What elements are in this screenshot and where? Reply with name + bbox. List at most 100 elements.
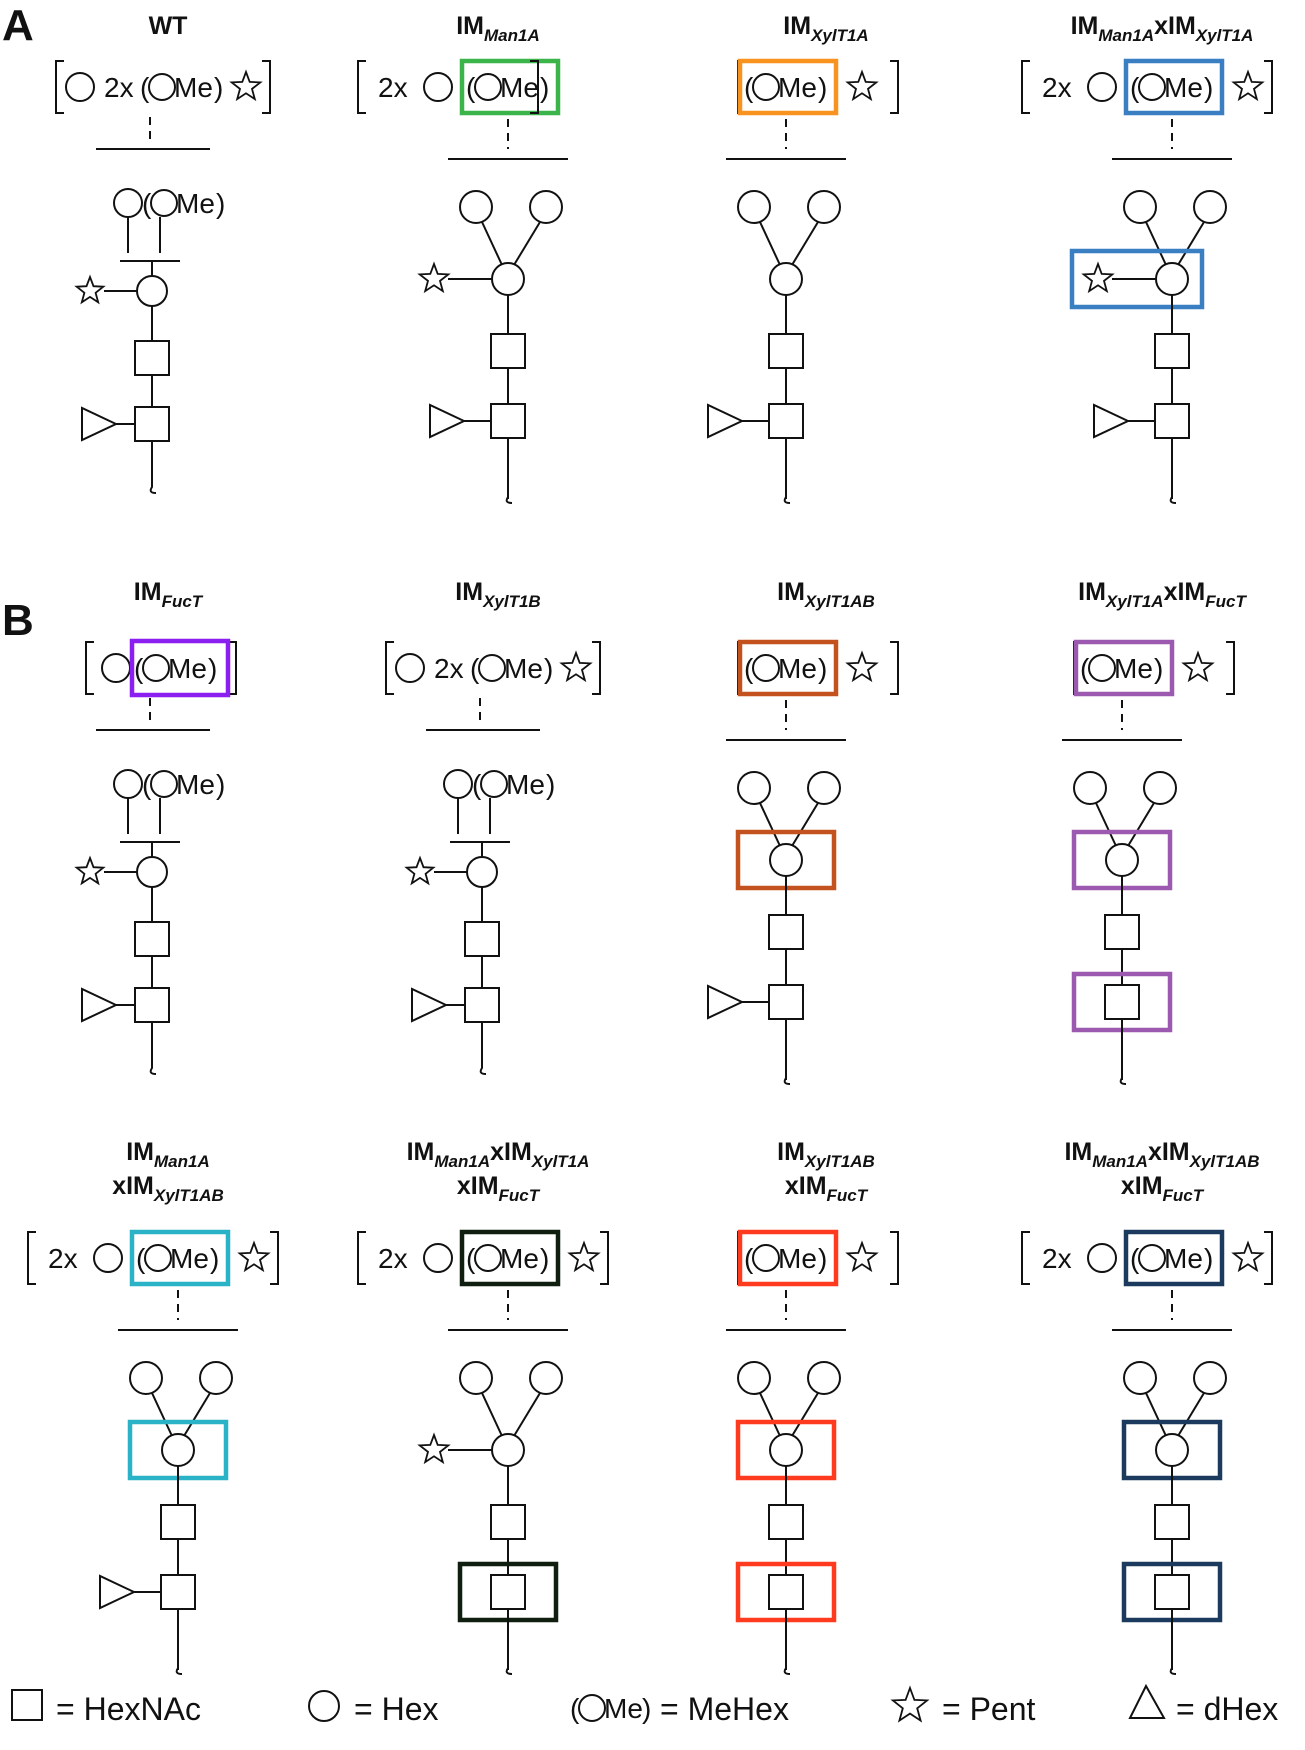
left-bracket (55, 60, 64, 114)
structure-title: IMMan1AxIMXylT1AB (112, 1138, 224, 1205)
legend-item: (Me)= MeHex (570, 1691, 789, 1727)
pent-star-icon (417, 1432, 451, 1465)
hex-circle-icon (807, 190, 841, 224)
mehex-close-paren: ) (818, 72, 827, 103)
mehex-circle-icon (752, 654, 780, 682)
hex-circle-icon (1087, 1243, 1117, 1273)
mehex-circle-icon (480, 770, 508, 798)
core-mannose-circle-icon (136, 856, 168, 888)
title-text: xIM (1154, 12, 1196, 40)
linkage-line (791, 802, 819, 847)
right-bracket (270, 1231, 279, 1285)
mehex-open-paren: ( (472, 769, 482, 800)
title-text: IM (456, 12, 484, 40)
structure-title-line-2: xIMFucT (1121, 1172, 1205, 1205)
title-text: xIM (1164, 578, 1206, 606)
legend-item: = HexNAc (11, 1689, 201, 1727)
structure-title-line-1: IMXylT1B (455, 578, 540, 611)
reducing-hexnac-square-icon (1104, 984, 1140, 1020)
linkage-line (791, 1392, 819, 1437)
reducing-end-squiggle (149, 441, 157, 494)
pent-star-icon (404, 855, 436, 886)
mutation-highlight-box (459, 58, 561, 116)
title-subscript: FucT (1205, 592, 1247, 611)
structure-title-line-2: xIMFucT (785, 1172, 869, 1205)
title-subscript: Man1A (484, 26, 540, 45)
linkage-line (759, 221, 781, 266)
linkage-line (791, 221, 819, 266)
hex-circle-icon (65, 72, 95, 102)
fucose-triangle-icon (99, 1574, 137, 1610)
hexnac-square-icon (464, 921, 500, 957)
mehex-open-paren: ( (140, 72, 150, 103)
legend-item: = dHex (1128, 1683, 1278, 1727)
hexnac-square-icon (134, 921, 170, 957)
pent-star-icon (417, 261, 451, 294)
linkage-line (481, 1392, 503, 1437)
structure-title: IMXylT1B (455, 578, 540, 611)
mehex-close-paren: ) (216, 188, 225, 219)
mehex-close-paren: ) (208, 653, 217, 684)
title-text: IM (407, 1138, 435, 1166)
structure-title-line-1: IMXylT1AxIMFucT (1078, 578, 1247, 611)
mehex-open-paren: ( (744, 72, 754, 103)
pent-star-icon (845, 1240, 879, 1273)
legend-label: = Hex (354, 1691, 438, 1727)
title-subscript: FucT (499, 1186, 541, 1205)
symbol-legend: = HexNAc= Hex(Me)= MeHex= Pent= dHex (11, 1683, 1278, 1727)
hex-circle-icon (423, 72, 453, 102)
reducing-hexnac-square-icon (490, 403, 526, 439)
mehex-close-paren: ) (546, 769, 555, 800)
legend-label: = HexNAc (56, 1691, 201, 1727)
title-subscript: XylT1A (810, 26, 869, 45)
mutation-highlight-box (1073, 639, 1175, 697)
mehex-me-label: Me (500, 1243, 539, 1274)
mehex-me-label: Me (176, 188, 215, 219)
mehex-me-label: Me (174, 72, 213, 103)
pent-star-icon (1181, 650, 1215, 683)
mehex-me-label: Me (1114, 653, 1153, 684)
antenna-bracket-group: (Me) (737, 639, 899, 697)
mehex-circle-icon (150, 189, 178, 217)
mehex-close-paren: ) (1204, 72, 1213, 103)
pent-star-icon (237, 1240, 271, 1273)
structure-title-line-1: IMXylT1AB (777, 578, 875, 611)
title-text: IM (134, 578, 162, 606)
mehex-circle-icon (144, 1244, 172, 1272)
reducing-hexnac-square-icon (1154, 1574, 1190, 1610)
fucose-triangle-icon (81, 987, 119, 1023)
hexnac-square-icon (490, 333, 526, 369)
pent-star-icon (1231, 69, 1265, 102)
hex-circle-icon (199, 1361, 233, 1395)
title-subscript: XylT1AB (1189, 1152, 1260, 1171)
antenna-bracket-group: (Me) (737, 58, 899, 116)
antenna-bracket-group: (Me) (85, 638, 237, 698)
right-bracket (262, 60, 271, 114)
panel-label-a: A (2, 1, 34, 50)
mehex-open-paren: ( (570, 1693, 580, 1724)
mehex-circle-icon (752, 73, 780, 101)
linkage-line (759, 802, 781, 847)
left-bracket (357, 60, 366, 114)
mutation-highlight-box (129, 638, 231, 698)
mehex-open-paren: ( (1130, 72, 1140, 103)
mutation-highlight-box (1123, 58, 1225, 116)
mehex-circle-icon (578, 1694, 606, 1722)
count-2x-label: 2x (48, 1243, 78, 1274)
fucose-triangle-icon (707, 403, 745, 439)
antenna-bracket-group: (Me) (737, 1229, 899, 1287)
mehex-circle-icon (148, 73, 176, 101)
structure-title: IMXylT1A (783, 12, 868, 45)
reducing-end-squiggle (1119, 1019, 1127, 1085)
reducing-end-squiggle (1169, 1609, 1177, 1675)
mehex-close-paren: ) (818, 653, 827, 684)
mehex-group: (Me) (1130, 72, 1213, 103)
hex-circle-icon (93, 1243, 123, 1273)
title-text: xIM (1148, 1138, 1190, 1166)
reducing-hexnac-square-icon (490, 1574, 526, 1610)
title-text: IM (455, 578, 483, 606)
title-subscript: Man1A (154, 1152, 210, 1171)
hexnac-square-icon (1154, 333, 1190, 369)
